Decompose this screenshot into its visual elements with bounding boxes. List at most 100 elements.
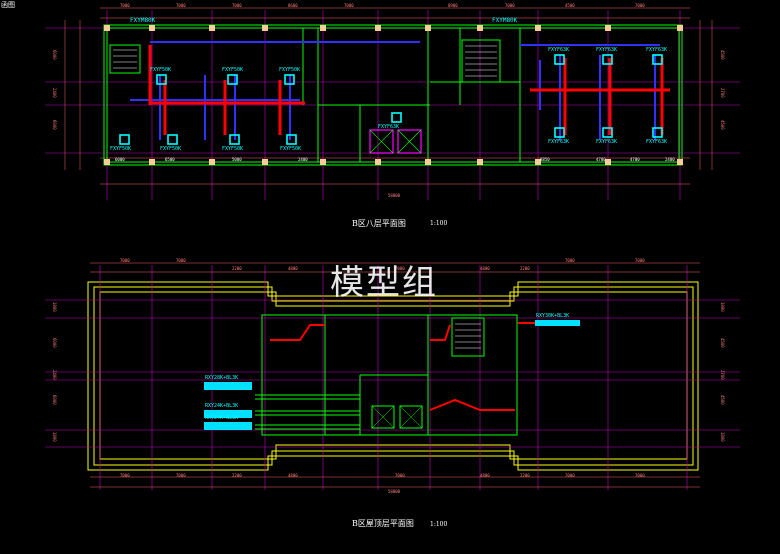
outdoor-unit-label: RXY24K+BL3K (205, 403, 239, 409)
dim: 1800 (52, 302, 57, 312)
dim: 2400 (52, 88, 57, 98)
dim: 6000 (115, 157, 125, 162)
dim: 1800 (720, 432, 725, 442)
dim: 4500 (720, 50, 725, 60)
unit-label-center: FXYF63K (378, 124, 400, 130)
dim: 7000 (176, 473, 186, 478)
dim: 4800 (480, 473, 490, 478)
unit-label: FXYF63K (596, 139, 618, 145)
dim: 1800 (52, 432, 57, 442)
bottom-walls (261, 314, 518, 436)
dim: 4500 (720, 338, 725, 348)
dim: 4700 (596, 157, 606, 162)
bottom-grid-horizontal (45, 299, 740, 448)
dim: 5000 (232, 157, 242, 162)
unit-label-top-right: FXYM80K (492, 17, 518, 24)
total-dim: 58000 (388, 193, 401, 198)
dim: 2700 (720, 88, 725, 98)
dim: 6500 (165, 157, 175, 162)
top-plan-title: B区八层平面图 (352, 219, 406, 228)
dim: 7000 (635, 3, 645, 8)
dim: 2400 (52, 370, 57, 380)
unit-label: FXYF50K (110, 146, 132, 152)
outdoor-unit-label: RXY30K+BL3K (536, 313, 570, 319)
dim: 2200 (520, 266, 530, 271)
dim: 4800 (288, 266, 298, 271)
top-plan-scale: 1:100 (430, 220, 448, 227)
top-stairs (113, 45, 497, 77)
dim: 1800 (720, 302, 725, 312)
bottom-grid-vertical (99, 265, 688, 490)
unit-label: FXYF50K (160, 146, 182, 152)
dim: 2700 (720, 370, 725, 380)
dim: 8850 (540, 157, 550, 162)
dim: 7000 (176, 3, 186, 8)
dim: 2400 (665, 157, 675, 162)
dim: 4800 (480, 266, 490, 271)
unit-label: FXYF50K (222, 146, 244, 152)
dim: 4800 (288, 473, 298, 478)
dim: 4500 (720, 120, 725, 130)
dim: 7000 (565, 258, 575, 263)
total-dim: 58000 (388, 489, 401, 494)
bottom-plan (45, 262, 740, 490)
top-plan (45, 7, 740, 200)
bottom-green-pipes (255, 394, 360, 430)
unit-label: FXYF50K (280, 146, 302, 152)
dim: 2200 (520, 473, 530, 478)
dim: 4500 (565, 3, 575, 8)
bottom-parapet (87, 281, 699, 471)
unit-label: FXYF50K (150, 67, 172, 73)
dim: 7000 (232, 3, 242, 8)
outdoor-unit-label: RXY24K+BL3K (205, 415, 239, 421)
top-blue-pipes (130, 41, 660, 140)
dim: 7000 (120, 258, 130, 263)
unit-label: FXYF63K (646, 47, 668, 53)
unit-label: FXYF50K (279, 67, 301, 73)
unit-label: FXYF63K (548, 47, 570, 53)
unit-label: FXYF63K (548, 139, 570, 145)
dim: 2200 (232, 266, 242, 271)
dim: 6000 (52, 395, 57, 405)
dim: 2200 (232, 473, 242, 478)
dim: 7000 (120, 3, 130, 8)
dim: 7000 (505, 3, 515, 8)
dim: 2400 (298, 157, 308, 162)
unit-label: FXYF50K (222, 67, 244, 73)
bottom-elevators (371, 405, 423, 429)
top-columns (104, 25, 683, 165)
top-indoor-units (119, 54, 663, 145)
bottom-plan-scale: 1:100 (430, 521, 448, 528)
dim: 6000 (52, 338, 57, 348)
bottom-stairs (455, 323, 481, 349)
dim: 8600 (288, 3, 298, 8)
dim: 7000 (344, 3, 354, 8)
dim: 7000 (176, 258, 186, 263)
dim: 6000 (52, 50, 57, 60)
top-walls (103, 24, 683, 166)
dim: 7000 (395, 473, 405, 478)
bottom-plan-title: B区屋顶层平面图 (352, 519, 414, 528)
dim: 7000 (565, 473, 575, 478)
corner-label: 函图 (1, 1, 15, 9)
dim: 4700 (630, 157, 640, 162)
unit-label: FXYF63K (596, 47, 618, 53)
dim: 7000 (120, 473, 130, 478)
watermark: 模型组 (330, 263, 438, 303)
dim: 4500 (720, 395, 725, 405)
top-dimension-lines (64, 7, 713, 185)
unit-label-top-left: FXYM80K (130, 17, 156, 24)
bottom-red-pipes (270, 322, 535, 411)
bottom-dimension-lines (90, 262, 700, 488)
dim: 7000 (635, 258, 645, 263)
dim: 7000 (395, 266, 405, 271)
top-elevators (369, 129, 422, 154)
top-red-pipes (148, 45, 670, 135)
dim: 7000 (635, 473, 645, 478)
dim: 8900 (448, 3, 458, 8)
unit-label: FXYF63K (646, 139, 668, 145)
outdoor-unit-label: RXY28K+BL3K (205, 375, 239, 381)
bottom-outdoor-unit-blocks (204, 320, 580, 430)
dim: 6000 (52, 120, 57, 130)
